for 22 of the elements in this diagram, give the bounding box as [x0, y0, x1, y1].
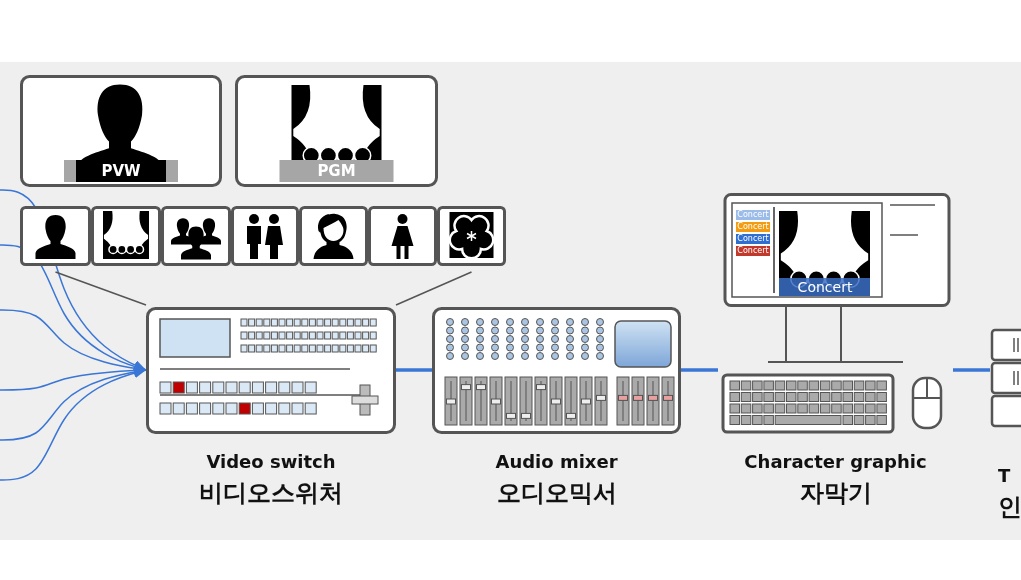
device-label: Audio mixer	[494, 451, 619, 472]
connector-line	[395, 271, 473, 306]
input-line	[0, 368, 147, 481]
tag-text: Concert	[736, 246, 770, 256]
monitor-label: PVW	[100, 161, 142, 181]
device-label: 오디오믹서	[495, 478, 618, 509]
device-label: Video switch	[205, 451, 337, 472]
connector-line	[396, 368, 432, 372]
device-label: Character graphic	[743, 451, 928, 472]
input-line	[0, 367, 147, 441]
device-label: 인	[998, 492, 1021, 523]
monitor-label: PGM	[316, 161, 357, 181]
device-label: 자막기	[798, 478, 873, 509]
connector-line	[953, 368, 990, 372]
caption-text: Concert	[796, 278, 854, 296]
tag-text: Concert	[736, 210, 770, 220]
tag-text: Concert	[736, 234, 770, 244]
device-label: T	[998, 465, 1011, 486]
connector-line	[681, 368, 718, 372]
device-label: 비디오스위처	[198, 478, 344, 509]
tag-text: Concert	[736, 222, 770, 232]
connector-line	[54, 271, 147, 306]
